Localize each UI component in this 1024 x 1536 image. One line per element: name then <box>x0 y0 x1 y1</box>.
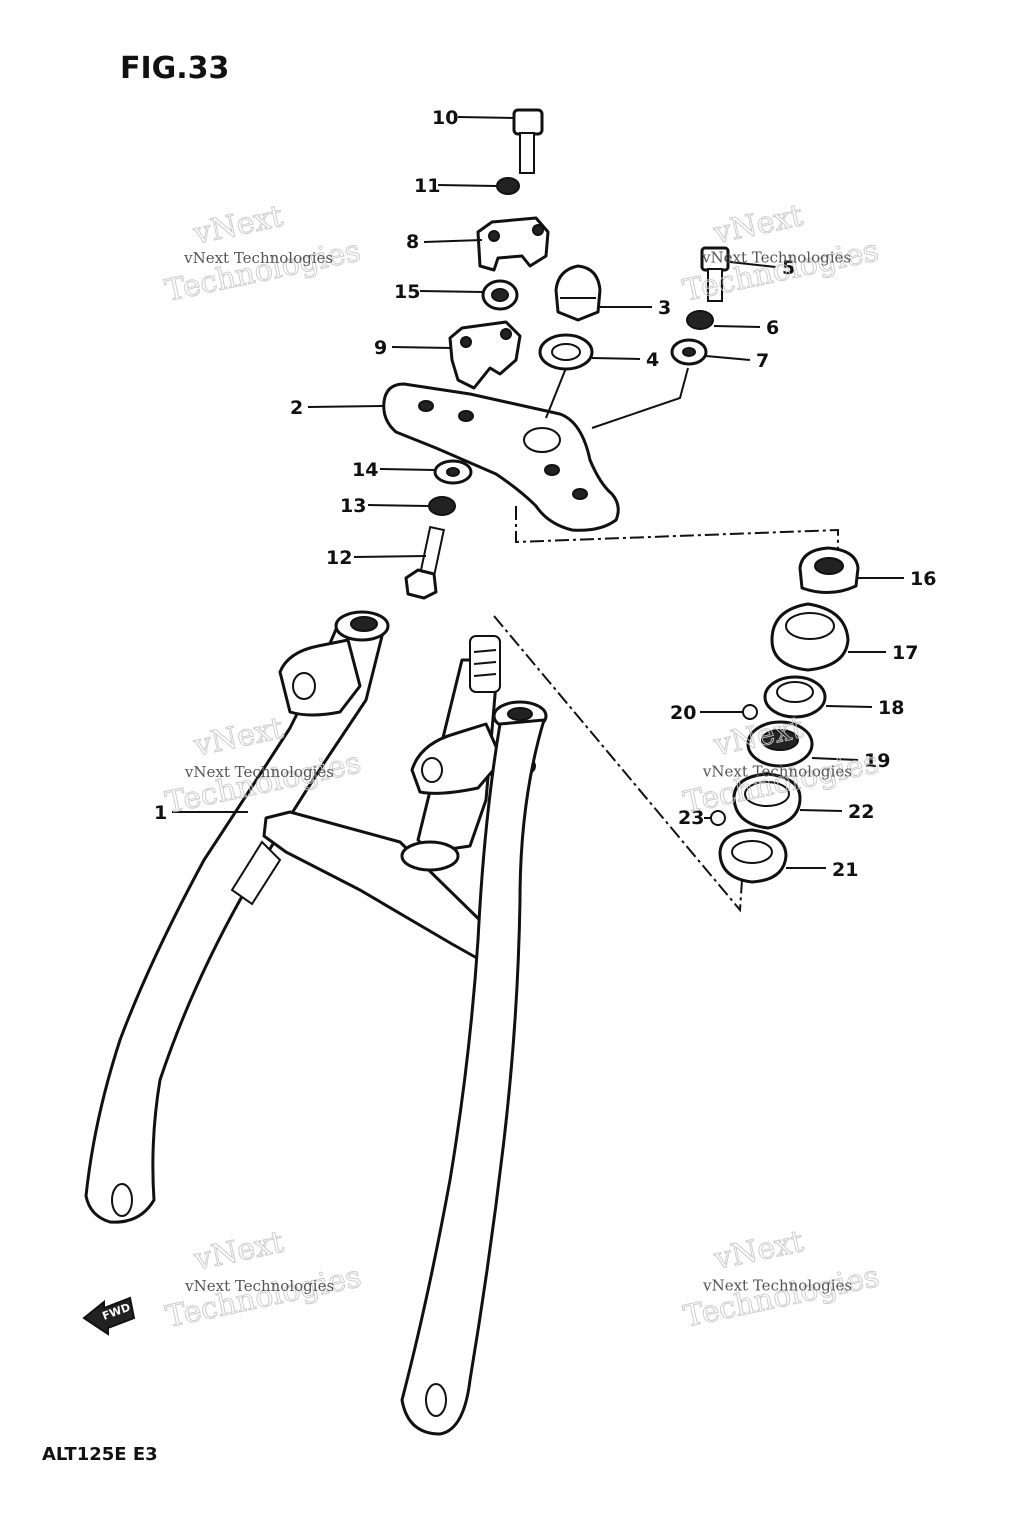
svg-text:Technologies: Technologies <box>680 233 881 309</box>
svg-text:vNext: vNext <box>710 1224 806 1277</box>
callout-19: 19 <box>811 750 890 772</box>
callout-8: 8 <box>406 231 483 253</box>
callout-9: 9 <box>374 337 453 359</box>
svg-text:22: 22 <box>848 801 874 823</box>
callout-10: 10 <box>432 107 515 129</box>
callout-21: 21 <box>786 859 858 881</box>
part-bolt-10 <box>512 108 544 174</box>
part-upper-bracket-2 <box>382 382 620 532</box>
svg-text:4: 4 <box>646 349 659 371</box>
callout-11: 11 <box>414 175 497 197</box>
part-stem-nut-16 <box>798 546 860 594</box>
leader-bracket-to-washer <box>591 367 689 429</box>
assembly-line-bearing <box>493 615 743 913</box>
svg-text:23: 23 <box>678 807 704 829</box>
svg-text:18: 18 <box>878 697 904 719</box>
watermark-6: vNext Technologies vNext Technologies <box>680 1224 882 1336</box>
svg-text:13: 13 <box>340 495 366 517</box>
part-ball-23 <box>710 810 726 826</box>
svg-text:vNext Technologies: vNext Technologies <box>702 1277 852 1295</box>
part-race-22 <box>732 772 802 830</box>
part-bearing-race-17 <box>770 602 850 672</box>
svg-text:10: 10 <box>432 107 458 129</box>
svg-text:9: 9 <box>374 337 387 359</box>
callout-18: 18 <box>825 697 904 719</box>
svg-text:vNext: vNext <box>190 1225 286 1278</box>
svg-text:16: 16 <box>910 568 936 590</box>
svg-text:17: 17 <box>892 642 918 664</box>
svg-text:19: 19 <box>864 750 890 772</box>
svg-text:1: 1 <box>154 802 167 824</box>
callout-15: 15 <box>394 281 483 303</box>
callout-22: 22 <box>799 801 874 823</box>
svg-text:Technologies: Technologies <box>163 1259 364 1335</box>
leader-stem-to-washer <box>545 367 567 419</box>
callout-14: 14 <box>352 459 435 481</box>
svg-text:vNext Technologies: vNext Technologies <box>702 763 852 781</box>
part-bolt-12 <box>404 525 446 600</box>
callout-13: 13 <box>340 495 429 517</box>
callout-2: 2 <box>290 397 385 419</box>
part-nut-15 <box>481 279 519 311</box>
watermark-1: vNext Technologies vNext Technologies <box>162 198 364 309</box>
part-washer-6 <box>686 310 714 330</box>
svg-text:8: 8 <box>406 231 419 253</box>
part-dust-seal-21 <box>718 828 788 884</box>
callout-12: 12 <box>326 547 427 569</box>
part-bearing-cone-19 <box>746 720 814 768</box>
svg-text:11: 11 <box>414 175 440 197</box>
svg-text:20: 20 <box>670 702 696 724</box>
watermark-2: vNext Technologies vNext Technologies <box>680 198 882 310</box>
svg-text:vNext Technologies: vNext Technologies <box>184 1277 334 1295</box>
watermark-5: vNext Technologies vNext Technologies <box>162 1224 364 1335</box>
callout-1: 1 <box>154 802 248 824</box>
svg-text:vNext Technologies: vNext Technologies <box>701 249 851 267</box>
svg-text:15: 15 <box>394 281 420 303</box>
callout-17: 17 <box>848 642 918 664</box>
callout-3: 3 <box>600 297 671 319</box>
part-washer-13 <box>428 496 456 516</box>
part-bolt-5 <box>700 246 730 302</box>
svg-text:vNext Technologies: vNext Technologies <box>183 249 333 267</box>
figure-title: FIG.33 <box>120 51 229 86</box>
part-washer-14 <box>433 459 473 485</box>
callout-4: 4 <box>591 349 659 371</box>
part-front-fork-1 <box>84 610 548 1436</box>
part-washer-11 <box>496 177 520 195</box>
svg-text:14: 14 <box>352 459 378 481</box>
svg-text:3: 3 <box>658 297 671 319</box>
assembly-line-stem <box>515 506 839 548</box>
svg-text:Technologies: Technologies <box>162 233 363 309</box>
callout-16: 16 <box>858 568 936 590</box>
svg-text:vNext Technologies: vNext Technologies <box>184 763 334 781</box>
part-washer-4 <box>538 333 594 371</box>
part-ball-20 <box>742 704 758 720</box>
callout-7: 7 <box>705 350 769 372</box>
part-clamp-8 <box>476 216 550 272</box>
callout-23: 23 <box>678 807 710 829</box>
svg-text:6: 6 <box>766 317 779 339</box>
part-bearing-18 <box>763 675 827 719</box>
svg-text:vNext: vNext <box>710 198 806 251</box>
svg-text:Technologies: Technologies <box>681 1259 882 1335</box>
svg-text:2: 2 <box>290 397 303 419</box>
svg-text:7: 7 <box>756 350 769 372</box>
svg-text:5: 5 <box>782 257 795 279</box>
model-code: ALT125E E3 <box>42 1444 158 1465</box>
fwd-arrow-icon: FWD <box>82 1296 136 1336</box>
svg-text:12: 12 <box>326 547 352 569</box>
callout-6: 6 <box>713 317 779 339</box>
callout-20: 20 <box>670 702 742 724</box>
part-cap-nut-3 <box>554 264 602 322</box>
callout-5: 5 <box>729 257 795 279</box>
part-washer-7 <box>670 338 708 366</box>
svg-text:21: 21 <box>832 859 858 881</box>
svg-text:vNext: vNext <box>190 199 286 252</box>
part-clamp-9 <box>448 320 522 390</box>
